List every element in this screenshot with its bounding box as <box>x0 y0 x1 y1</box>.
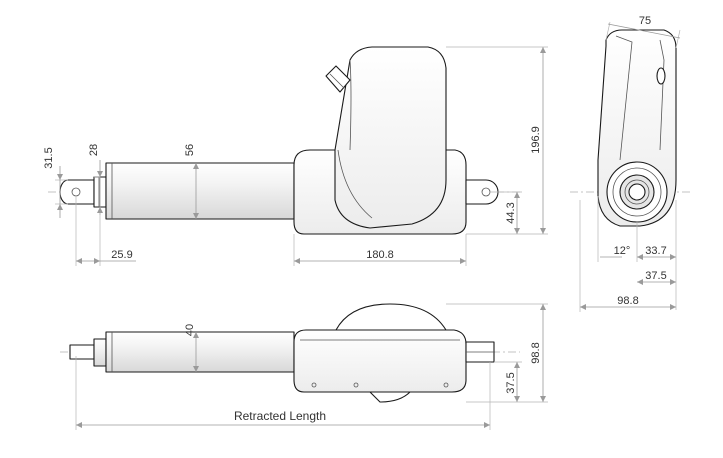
outer-tube <box>105 162 295 220</box>
dim-total-height: 196.9 <box>530 126 542 154</box>
dim-side-offset-b: 37.5 <box>645 270 666 282</box>
retracted-length-label: Retracted Length <box>234 409 326 423</box>
dim-plan-height: 98.8 <box>530 342 542 363</box>
side-view: 31.5 28 56 196.9 44.3 25.9 180.8 <box>43 46 548 266</box>
motor-cap <box>334 46 447 229</box>
dim-side-offset-a: 33.7 <box>645 245 666 257</box>
dim-rod-end-offset: 31.5 <box>43 147 55 168</box>
dim-rear-offset: 44.3 <box>505 202 517 223</box>
plan-housing <box>293 329 467 393</box>
dim-rod-stub-length: 25.9 <box>111 249 132 261</box>
plan-outer-tube <box>105 331 295 373</box>
dim-plan-tube-diameter: 40 <box>184 324 196 336</box>
end-view: 75 12° 33.7 37.5 98.8 <box>570 15 690 312</box>
dim-tube-diameter: 56 <box>184 144 196 156</box>
plan-rod-eye <box>69 344 95 360</box>
dim-rod-diameter: 28 <box>88 144 100 156</box>
dim-top-depth: 75 <box>639 15 651 27</box>
cable-gland <box>325 65 351 93</box>
rod-eye <box>59 179 95 205</box>
dim-plan-offset: 37.5 <box>505 372 517 393</box>
dim-angle: 12° <box>614 245 631 257</box>
arrowheads <box>57 47 676 428</box>
plan-view: 40 98.8 37.5 Retracted Length <box>60 303 548 430</box>
dim-housing-length: 180.8 <box>366 249 394 261</box>
dim-side-width: 98.8 <box>617 295 638 307</box>
plan-motor-dome <box>335 303 447 331</box>
